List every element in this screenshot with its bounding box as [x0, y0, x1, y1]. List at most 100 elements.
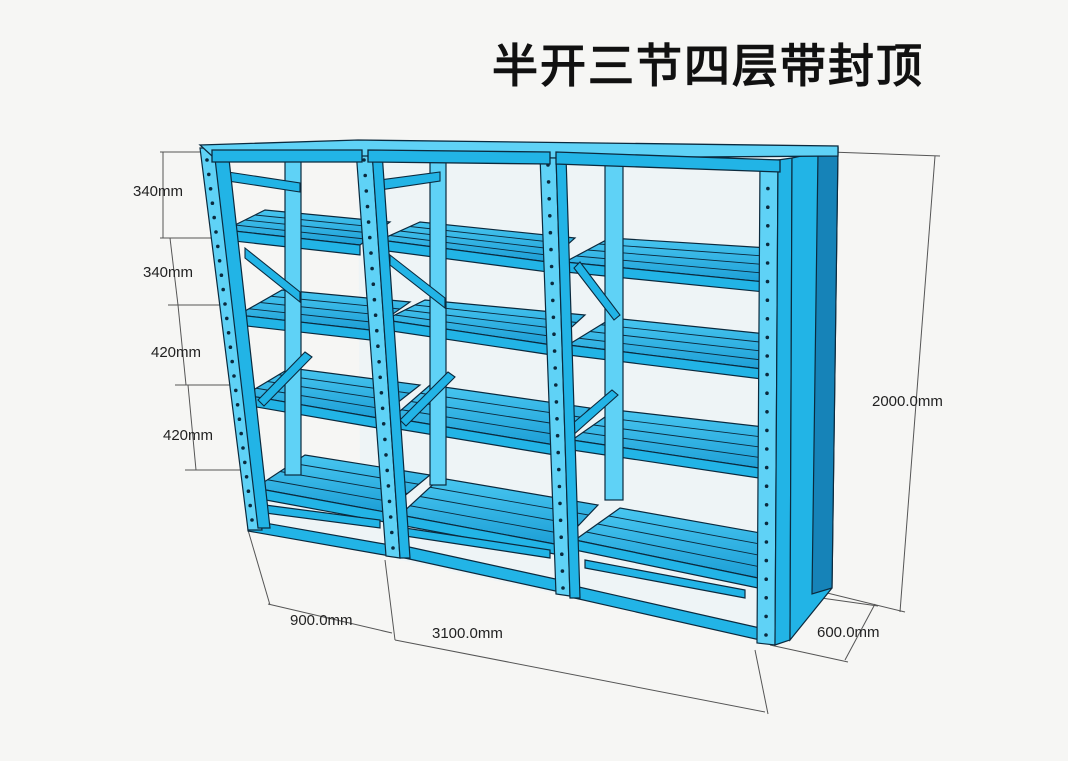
- shelf-decks: [222, 209, 810, 589]
- upright-punch-hole: [388, 515, 393, 519]
- upright-punch-hole: [549, 264, 554, 269]
- upright-punch-hole: [558, 501, 562, 506]
- upright-punch-hole: [559, 535, 563, 539]
- upright-punch-hole: [369, 251, 373, 255]
- upright-punch-hole: [548, 214, 552, 218]
- upright-punch-hole: [366, 220, 371, 224]
- top-cap: [198, 139, 839, 173]
- rack-upright-post: [774, 157, 793, 646]
- upright-punch-hole: [363, 173, 368, 178]
- upright-punch-hole: [372, 297, 377, 302]
- shelf-slat: [399, 230, 562, 251]
- dimension-label-depth: 600.0mm: [817, 624, 880, 641]
- upright-punch-hole: [219, 273, 224, 278]
- shelf-slat: [394, 314, 561, 338]
- upright-punch-hole: [764, 596, 768, 600]
- shelf-slat: [586, 531, 769, 569]
- upright-punch-hole: [208, 187, 213, 191]
- shelf-slat: [593, 424, 791, 452]
- upright-punch-hole: [380, 406, 385, 411]
- upright-punch-hole: [205, 158, 209, 162]
- upright-punch-hole: [556, 450, 560, 455]
- upright-punch-hole: [766, 205, 770, 209]
- upright-punch-hole: [546, 180, 551, 184]
- upright-punch-hole: [228, 345, 233, 350]
- upright-punch-hole: [765, 391, 769, 396]
- dimension-label-height: 2000.0mm: [872, 393, 943, 410]
- upright-punch-hole: [375, 328, 379, 333]
- upright-punch-hole: [553, 366, 557, 370]
- upright-punch-hole: [764, 558, 769, 563]
- upright-punch-hole: [365, 204, 370, 209]
- upright-punch-hole: [214, 230, 218, 234]
- upright-punch-hole: [234, 388, 238, 393]
- diagram-title: 半开三节四层带封顶: [492, 39, 924, 93]
- upright-punch-hole: [390, 530, 394, 535]
- upright-punch-hole: [549, 247, 553, 252]
- upright-punch-hole: [385, 468, 390, 473]
- dimension-lines: [160, 151, 941, 715]
- dimension-label-shelf-gap-4: 420mm: [163, 427, 214, 444]
- upright-punch-hole: [371, 282, 376, 287]
- upright-punch-hole: [364, 189, 369, 193]
- upright-punch-hole: [766, 224, 770, 228]
- upright-punch-hole: [765, 242, 770, 247]
- upright-punch-hole: [555, 433, 560, 438]
- dimension-label-shelf-gap-1: 340mm: [133, 183, 184, 200]
- upright-punch-hole: [561, 586, 565, 590]
- shelf-slat: [597, 523, 780, 560]
- dimension-label-total-length: 3100.0mm: [432, 625, 503, 642]
- upright-punch-hole: [210, 201, 215, 205]
- upright-punch-hole: [765, 317, 770, 321]
- upright-punch-hole: [548, 230, 553, 235]
- upright-punch-hole: [765, 298, 770, 303]
- upright-punch-hole: [239, 431, 243, 436]
- upright-punch-hole: [386, 484, 391, 488]
- upright-punch-hole: [560, 569, 565, 573]
- upright-punch-hole: [217, 259, 222, 263]
- upright-punch-hole: [376, 344, 380, 349]
- upright-punch-hole: [764, 614, 768, 619]
- upright-punch-hole: [244, 475, 249, 479]
- upright-punch-hole: [391, 546, 395, 550]
- upright-punch-hole: [237, 417, 242, 422]
- upright-punch-hole: [764, 577, 768, 581]
- upright-punch-hole: [766, 186, 770, 191]
- upright-punch-hole: [560, 552, 564, 556]
- upright-punch-hole: [232, 374, 236, 378]
- dimension-label-shelf-gap-2: 340mm: [143, 264, 194, 281]
- upright-punch-hole: [555, 417, 559, 421]
- upright-punch-hole: [547, 197, 551, 201]
- upright-punch-hole: [765, 261, 770, 265]
- upright-punch-hole: [557, 484, 562, 489]
- upright-punch-hole: [551, 315, 556, 320]
- upright-punch-hole: [379, 391, 384, 395]
- upright-punch-hole: [243, 460, 247, 465]
- upright-punch-hole: [764, 465, 769, 470]
- upright-punch-hole: [216, 244, 220, 249]
- upright-punch-hole: [212, 215, 216, 220]
- upright-punch-hole: [246, 489, 251, 494]
- upright-punch-hole: [373, 313, 378, 318]
- upright-punch-hole: [207, 172, 211, 177]
- upright-punch-hole: [764, 521, 769, 526]
- shelf-slat: [409, 505, 570, 536]
- upright-punch-hole: [550, 281, 554, 286]
- upright-punch-hole: [765, 279, 770, 284]
- upright-punch-hole: [764, 633, 768, 637]
- upright-punch-hole: [248, 503, 252, 508]
- rack-upright-post: [756, 159, 779, 646]
- shelf-slat: [248, 308, 381, 324]
- upright-punch-hole: [370, 266, 374, 271]
- upright-punch-hole: [765, 335, 770, 340]
- upright-punch-hole: [381, 422, 386, 426]
- shelf-slat: [267, 479, 397, 504]
- upright-punch-hole: [368, 235, 372, 240]
- upright-punch-hole: [384, 453, 388, 457]
- upright-punch-hole: [383, 437, 387, 442]
- upright-punch-hole: [765, 372, 769, 377]
- upright-punch-hole: [378, 375, 383, 380]
- upright-punch-hole: [230, 359, 234, 364]
- upright-punch-hole: [764, 484, 769, 489]
